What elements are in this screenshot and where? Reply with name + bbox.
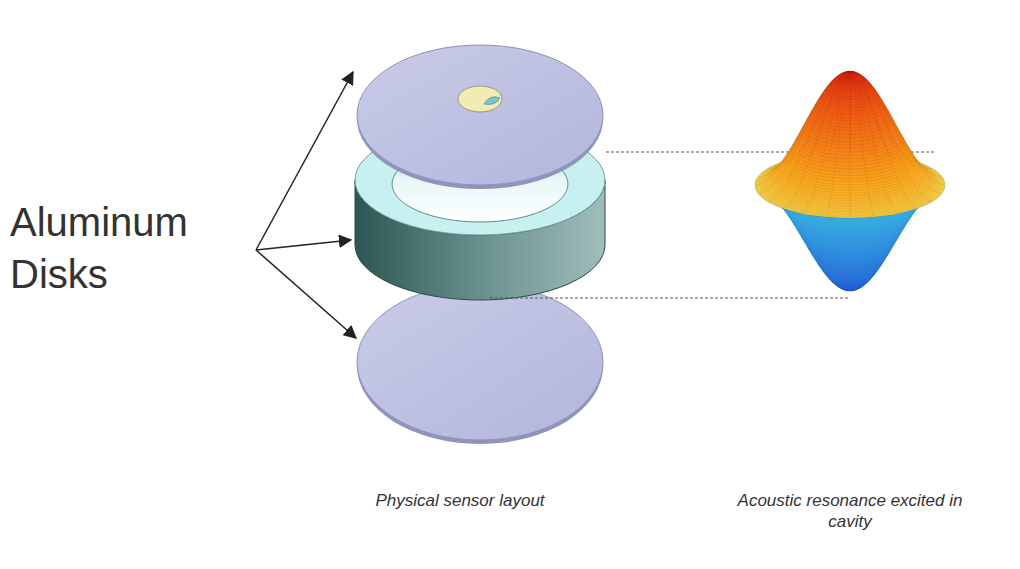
mesh-line <box>803 72 851 214</box>
figure-caption: Acoustic resonance excited in cavity <box>730 490 970 532</box>
mesh-line <box>850 72 932 169</box>
dotted-line <box>490 297 850 298</box>
mesh-line <box>850 72 932 202</box>
mesh-line <box>768 72 850 169</box>
leader-arrow <box>256 72 353 250</box>
mesh-line <box>850 72 917 208</box>
leader-arrows <box>256 72 356 338</box>
bottom-disk <box>357 284 603 444</box>
disk-face <box>357 45 603 185</box>
leader-arrow <box>256 240 351 250</box>
mesh-line <box>850 72 942 176</box>
mesh-line <box>850 71 851 153</box>
mesh-line <box>825 71 850 154</box>
mesh-line <box>758 72 850 194</box>
mesh-line <box>768 72 850 202</box>
mesh-line <box>850 72 898 214</box>
mesh-line <box>850 72 917 163</box>
top-disk <box>357 45 603 189</box>
leader-arrow <box>256 250 356 338</box>
transducer-lead <box>484 97 500 105</box>
mesh-line <box>755 72 850 185</box>
mesh-line <box>783 72 850 208</box>
part-label: Aluminum Disks <box>10 196 235 300</box>
mesh-line <box>850 72 851 218</box>
resonance-mode-plot <box>755 71 945 291</box>
mesh-line <box>783 72 850 163</box>
figure-caption: Physical sensor layout <box>360 490 560 511</box>
mesh-line <box>850 72 875 217</box>
disk-face <box>357 284 603 440</box>
mesh-line <box>850 71 875 154</box>
transducer-disk <box>458 86 502 112</box>
mesh-line <box>803 71 851 157</box>
mesh-line <box>758 72 850 176</box>
